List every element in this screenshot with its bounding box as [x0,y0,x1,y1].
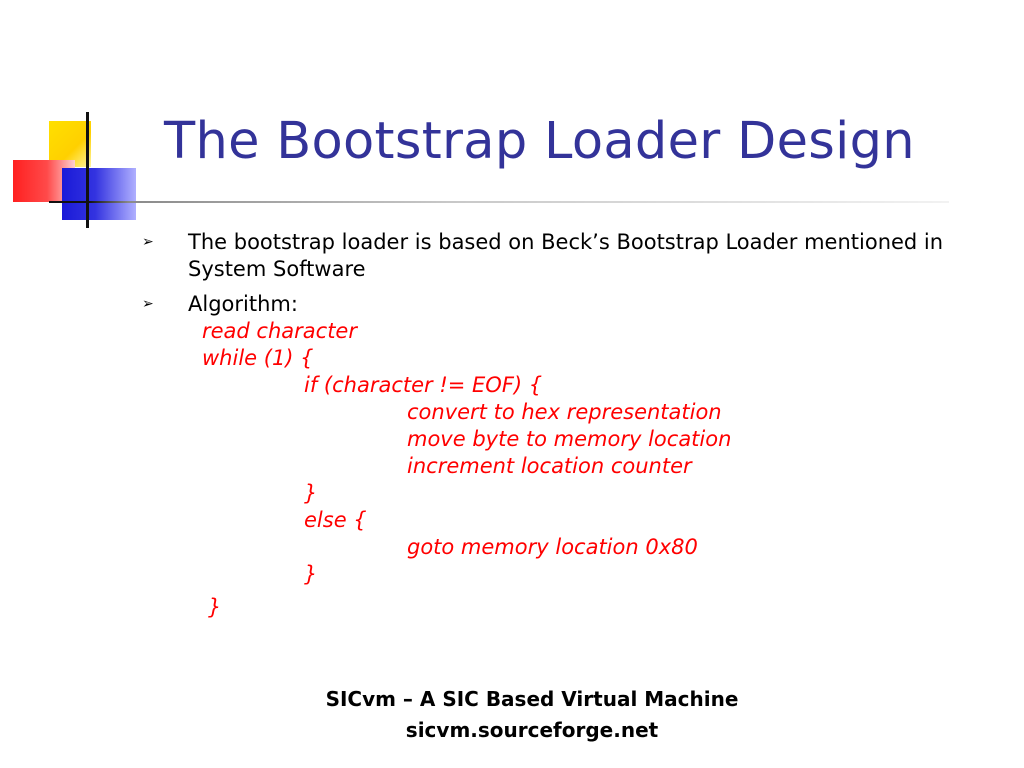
code-line: goto memory location 0x80 [407,535,698,559]
yellow-square [49,121,91,167]
colored-squares-logo [0,0,160,240]
bullet-item-beck: ➢ The bootstrap loader is based on Beck’… [142,229,982,283]
slide-title: The Bootstrap Loader Design [164,112,915,171]
bullet-text: The bootstrap loader is based on Beck’s … [188,230,944,281]
bullet-item-algorithm: ➢ Algorithm: read character while (1) { … [142,291,982,621]
code-line: } [208,595,222,619]
arrowhead-bullet-icon: ➢ [142,234,154,250]
arrowhead-bullet-icon: ➢ [142,296,154,312]
footer-line-title: SICvm – A SIC Based Virtual Machine [325,687,739,711]
title-divider-line [49,201,949,203]
code-line: if (character != EOF) { [304,373,543,397]
blue-square [62,168,136,220]
bullet-text: Algorithm: [188,292,298,316]
slide-footer: SICvm – A SIC Based Virtual Machine sicv… [0,684,1024,746]
code-line: while (1) { [202,346,314,370]
code-line: increment location counter [407,454,692,478]
code-line: read character [202,319,357,343]
code-line: else { [304,508,367,532]
code-line: convert to hex representation [407,400,722,424]
footer-line-url: sicvm.sourceforge.net [405,718,659,742]
slide-content: ➢ The bootstrap loader is based on Beck’… [142,229,982,621]
code-line: move byte to memory location [407,427,732,451]
code-line: } [304,481,318,505]
code-line: } [304,562,318,586]
logo-vertical-line [86,112,89,228]
algorithm-code-block: read character while (1) { if (character… [142,318,982,621]
